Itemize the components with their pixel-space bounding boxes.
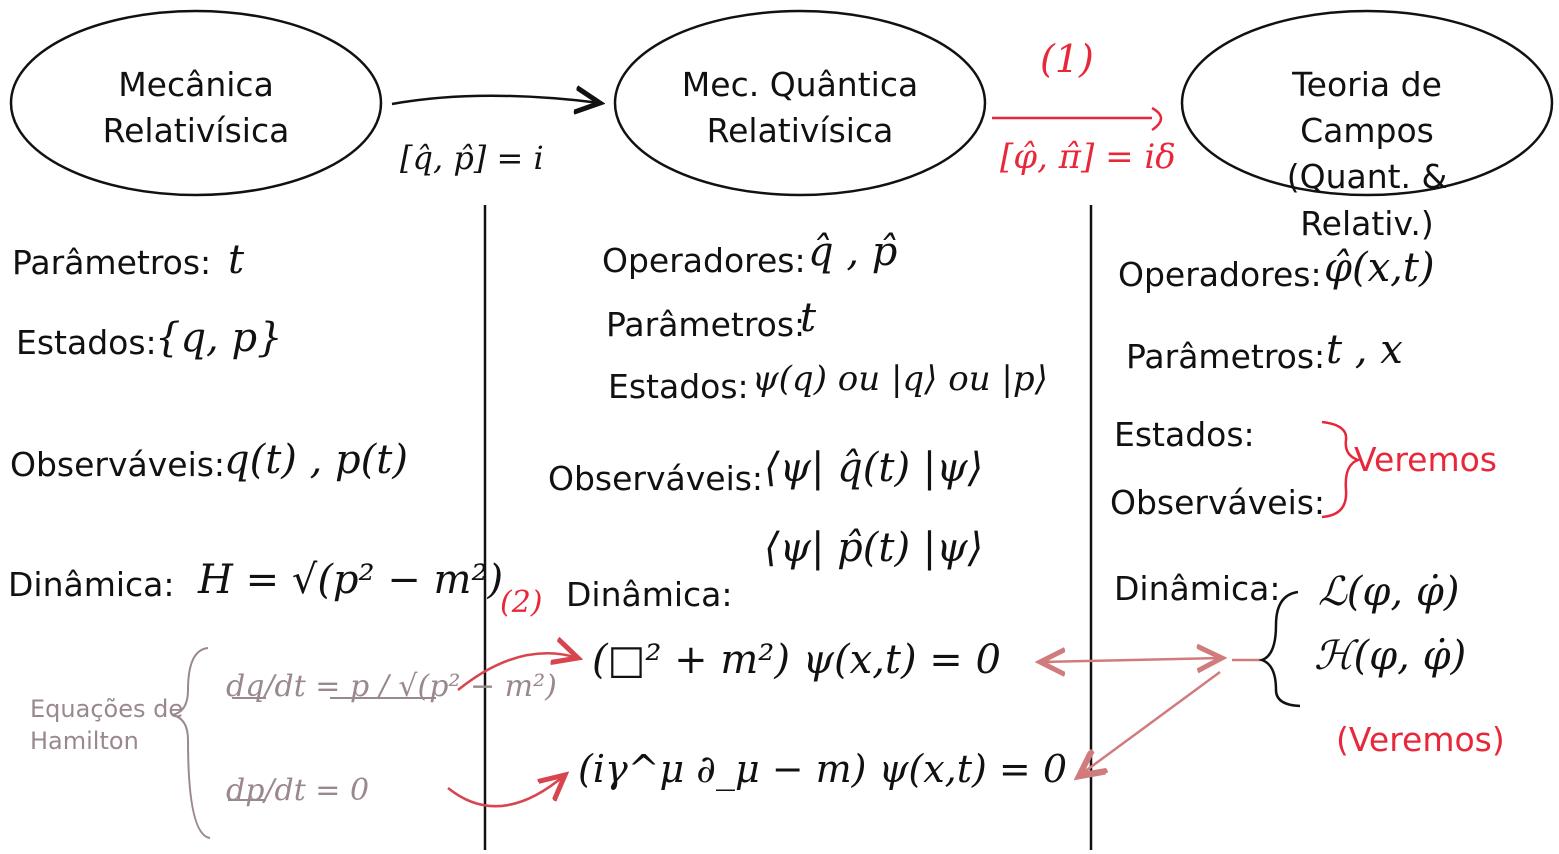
field-veremos: Veremos — [1354, 440, 1497, 479]
classical-dynamics-label: Dinâmica: — [8, 565, 175, 604]
field-states-label: Estados: — [1114, 415, 1255, 454]
quantum-parameters-value: t — [800, 295, 817, 341]
hamilton-eq-dp: dp/dt = 0 — [226, 773, 370, 808]
node-quantum-ellipse — [613, 9, 987, 197]
commutator-phi-pi: [φ̂, π̂] = iδ — [1000, 137, 1176, 177]
arrow-field-to-dirac-head — [1078, 768, 1090, 777]
field-operators-label: Operadores: — [1118, 255, 1322, 294]
field-hamiltonian: ℋ(φ, φ̇) — [1314, 633, 1467, 679]
commutator-qp: [q̂, p̂] = i — [400, 139, 544, 177]
field-parameters-label: Parâmetros: — [1126, 337, 1326, 376]
brace-veremos — [1321, 420, 1362, 519]
classical-states-value: {q, p} — [155, 315, 283, 361]
arrow-kg-to-field — [1039, 658, 1222, 662]
node-field-label: Teoria de Campos (Quant. & Relativ.) — [1286, 65, 1448, 243]
classical-states-label: Estados: — [16, 323, 157, 362]
quantum-dynamics-label: Dinâmica: — [566, 575, 733, 614]
field-operators-value: φ̂(x,t) — [1324, 245, 1435, 291]
quantum-dynamics-marker: (2) — [500, 585, 543, 620]
arrow-hamilton-to-dirac — [447, 775, 565, 808]
arrow-hamilton-to-kg — [457, 653, 578, 691]
quantum-observable-q: ⟨ψ| q̂(t) |ψ⟩ — [764, 445, 984, 491]
classical-observables-label: Observáveis: — [10, 445, 226, 484]
dirac-equation: (iγ^μ ∂_μ − m) ψ(x,t) = 0 — [578, 747, 1067, 791]
field-parameters-value: t , x — [1326, 327, 1403, 373]
field-observables-label: Observáveis: — [1110, 483, 1326, 522]
field-lagrangian: ℒ(φ, φ̇) — [1318, 569, 1460, 615]
hamilton-label: Equações de Hamilton — [30, 695, 184, 756]
node-classical-label: Mecânica Relativísica — [102, 65, 290, 151]
node-field-ellipse — [1180, 9, 1554, 197]
classical-hamiltonian: H = √(p² − m²) — [198, 557, 504, 603]
brace-hamilton — [171, 647, 211, 839]
quantum-operators-label: Operadores: — [602, 241, 806, 280]
classical-parameters-label: Parâmetros: — [12, 243, 212, 282]
classical-parameters-value: t — [228, 237, 245, 283]
quantum-observable-p: ⟨ψ| p̂(t) |ψ⟩ — [764, 525, 984, 571]
node-quantum-label: Mec. Quântica Relativísica — [681, 65, 919, 151]
arrow-classical-to-quantum — [391, 96, 600, 104]
quantum-observables-label: Observáveis: — [548, 459, 764, 498]
brace-field-dynamics — [1258, 590, 1301, 708]
hamilton-eq-dq: dq/dt = p / √(p² − m²) — [226, 669, 557, 704]
transition-label-1: (1) — [1040, 37, 1094, 81]
quantum-states-value: ψ(q) ou |q⟩ ou |p⟩ — [752, 359, 1048, 399]
quantum-parameters-label: Parâmetros: — [606, 305, 806, 344]
node-classical-ellipse — [9, 9, 383, 197]
arrow-dirac-to-field — [1080, 670, 1221, 775]
field-veremos-paren: (Veremos) — [1336, 720, 1505, 759]
quantum-operators-value: q̂ , p̂ — [808, 229, 898, 275]
quantum-states-label: Estados: — [608, 367, 749, 406]
classical-observables-value: q(t) , p(t) — [224, 437, 408, 483]
klein-gordon-equation: (□² + m²) ψ(x,t) = 0 — [592, 637, 1001, 683]
arrow-quantum-to-field-head — [1151, 106, 1163, 132]
field-dynamics-label: Dinâmica: — [1114, 569, 1281, 608]
